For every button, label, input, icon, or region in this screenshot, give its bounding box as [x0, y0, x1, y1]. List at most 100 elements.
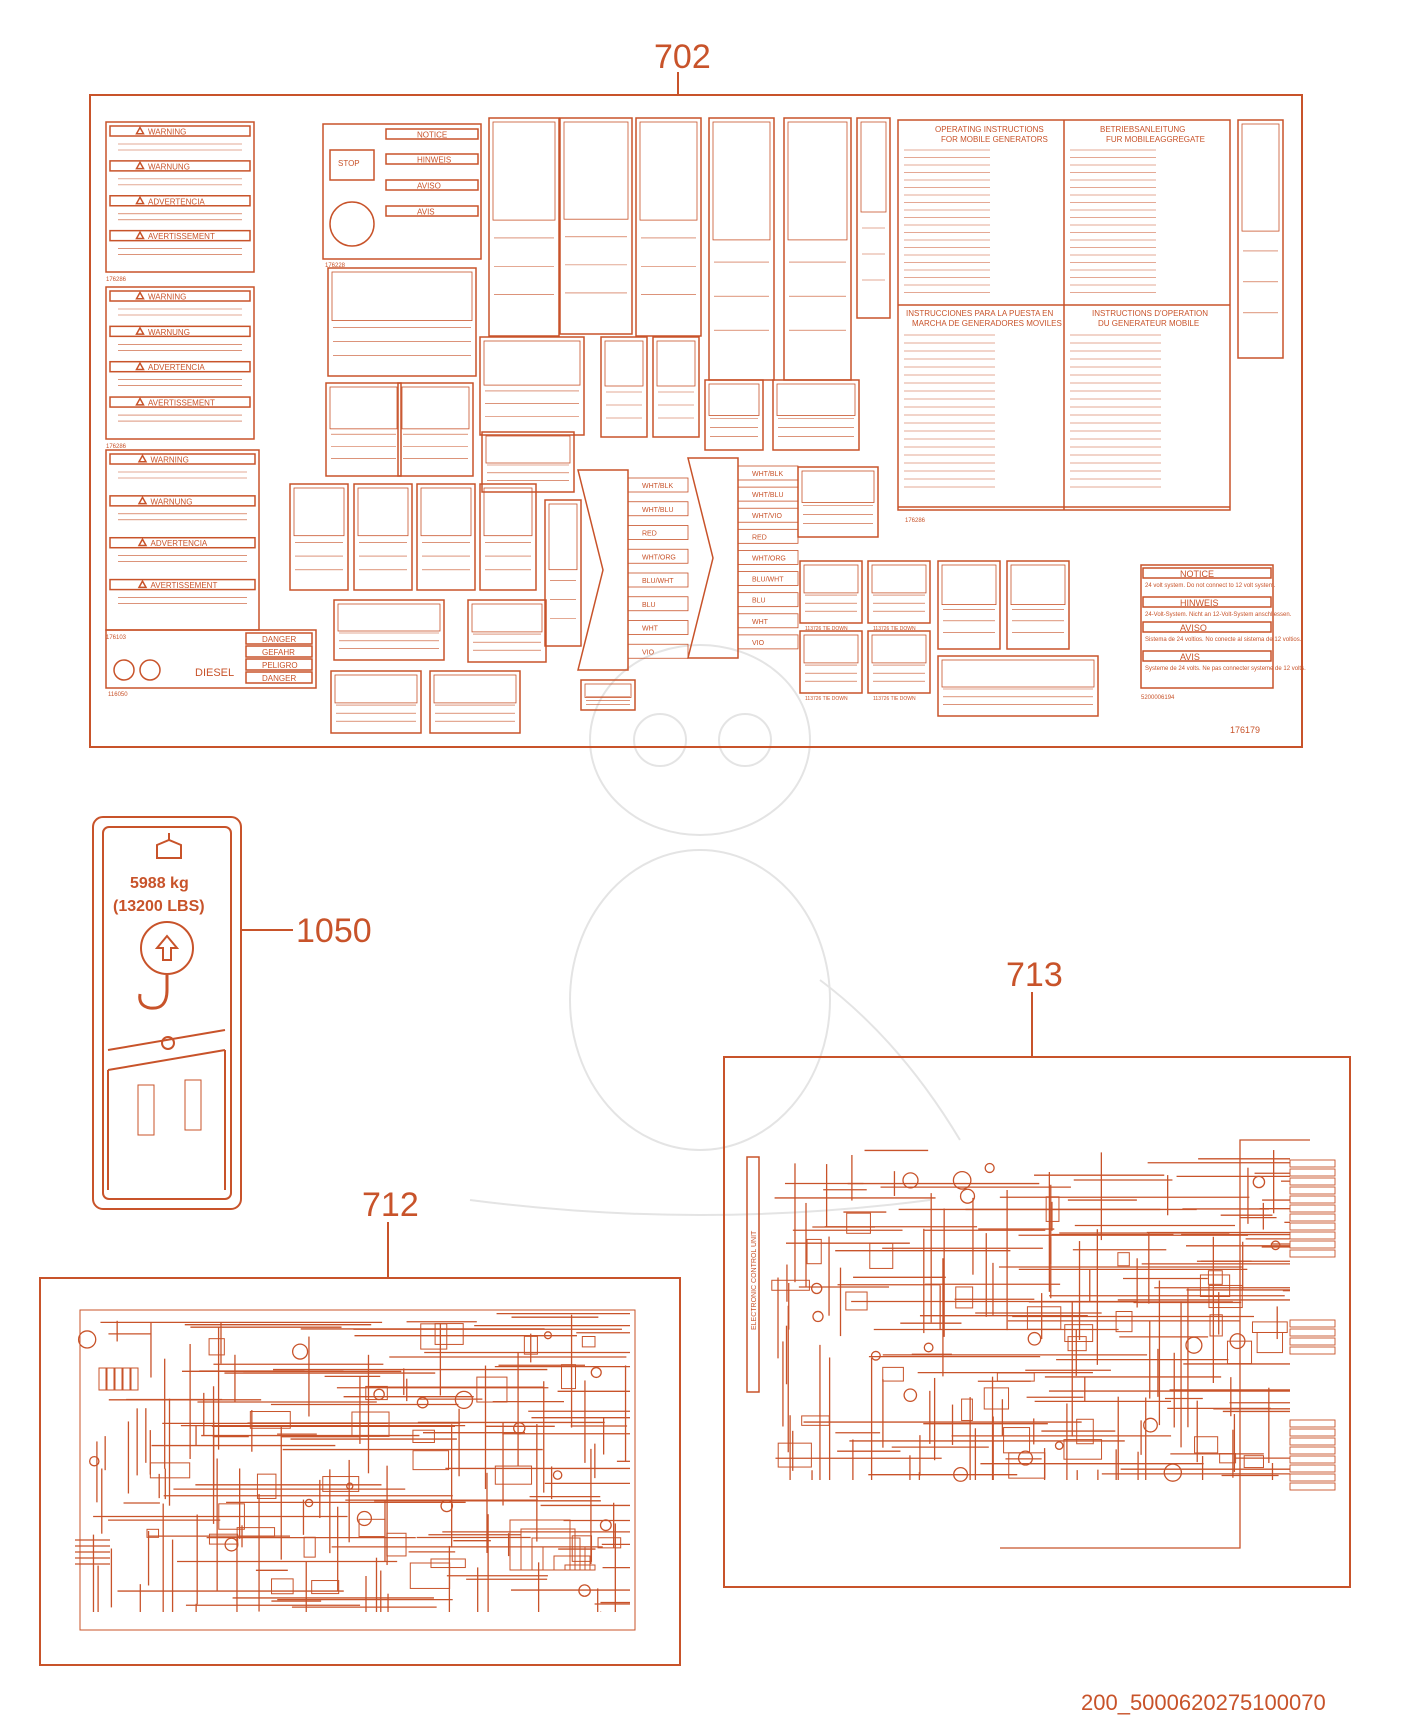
pictogram-panel [485, 435, 571, 464]
terminal-block [1289, 1240, 1336, 1249]
pictogram-panel [329, 386, 398, 430]
pictogram-panel [548, 503, 578, 571]
ppe-decal [635, 117, 702, 337]
component [476, 1376, 508, 1403]
manual-decal [467, 599, 547, 663]
hand-warning-decal [397, 382, 474, 477]
danger-header-text: DANGER [262, 674, 296, 683]
connector-nest [542, 1546, 586, 1571]
component [1063, 1439, 1103, 1460]
component [351, 1411, 390, 1437]
component [311, 1580, 340, 1595]
warning-triangle-icon [135, 230, 145, 240]
wire-color-cell [627, 572, 689, 588]
lift-hook-ring [140, 921, 194, 975]
warning-header-bar [109, 360, 251, 373]
node [1229, 1333, 1246, 1350]
no-flame-icon [113, 659, 135, 681]
component [597, 1537, 622, 1549]
small-decal [580, 679, 636, 711]
ppe-decal [488, 117, 560, 337]
wire-color-cell [737, 465, 799, 481]
pictogram-panel [639, 121, 698, 221]
voltage-header-bar [1142, 567, 1272, 579]
schematic-713-frame [723, 1056, 1351, 1588]
pictogram-panel [776, 383, 856, 416]
warning-triangle-icon [135, 160, 145, 170]
component [801, 1415, 830, 1426]
warning-decal-frame [105, 286, 255, 440]
voltage-notice-frame [1140, 564, 1274, 689]
wire-color-cell [737, 592, 799, 608]
danger-header-bar [245, 671, 313, 684]
vertical-decal [856, 117, 891, 319]
warning-triangle-icon [135, 326, 145, 335]
component [1194, 1436, 1219, 1454]
part-number: 176286 [905, 518, 926, 524]
warning-header-text: WARNING [151, 456, 189, 465]
decal-sheet-702: 176179WARNINGWARNUNGADVERTENCIAAVERTISSE… [89, 94, 1306, 748]
node [870, 1350, 881, 1361]
tie-down-caption: 113726 TIE DOWN [873, 696, 916, 702]
danger-header-bar [245, 658, 313, 671]
component [303, 1536, 316, 1558]
warning-triangle-icon [135, 125, 145, 135]
callout-713: 713 [1006, 956, 1063, 994]
warning-triangle-icon [135, 361, 145, 371]
wire-color-cell [737, 486, 799, 502]
ground-decal-frame [772, 379, 860, 451]
ppe-decal-frame [488, 117, 560, 337]
wire-color-label: BLU [752, 598, 766, 605]
pictogram-panel [941, 659, 1095, 688]
wire-color-label: BLU [642, 602, 656, 609]
ecu-bar [746, 1156, 760, 1393]
notice-header-bar [385, 128, 479, 140]
glove-decal [937, 560, 1001, 650]
tie-down-decal-frame [867, 630, 931, 694]
notice-header-text: HINWEIS [417, 156, 451, 165]
danger-header-text: GEFAHR [262, 648, 295, 657]
warning-header-bar [109, 578, 256, 591]
pictogram-panel [708, 383, 760, 416]
terminal-block [1289, 1328, 1336, 1337]
lift-decal-outer [92, 816, 242, 1210]
warning-header-bar [109, 125, 251, 137]
node [1163, 1463, 1183, 1482]
hand-warning-decal-frame [397, 382, 474, 477]
terminal-block [1289, 1186, 1336, 1195]
component [845, 1291, 868, 1311]
component [869, 1242, 894, 1269]
schematic-712-bus [79, 1309, 636, 1631]
warning-triangle-icon [137, 537, 148, 547]
component [1256, 1331, 1284, 1354]
node [454, 1390, 474, 1410]
lift-hook-decal [652, 336, 700, 438]
tie-down-decal [867, 630, 931, 694]
node [346, 1482, 354, 1490]
warning-header-bar [109, 325, 251, 338]
engine-icon [329, 149, 375, 181]
component [494, 1465, 533, 1485]
ppe-decal [708, 117, 775, 381]
node [810, 1282, 823, 1295]
warning-header-text: AVERTISSEMENT [151, 581, 218, 590]
component [1026, 1306, 1062, 1330]
lift-point-icon [161, 1036, 175, 1050]
component [236, 1527, 276, 1537]
wire-color-label: RED [752, 534, 767, 541]
node [513, 1422, 526, 1435]
warning-decal: WARNINGWARNUNGADVERTENCIAAVERTISSEMENT17… [105, 121, 255, 283]
voltage-body-text: 24-Volt-System. Nicht an 12-Volt-System … [1145, 612, 1292, 618]
terminal-block [1289, 1213, 1336, 1222]
voltage-header-bar [1142, 621, 1272, 633]
component [806, 1238, 822, 1265]
relay-block [114, 1367, 123, 1391]
manual-decal-frame [467, 599, 547, 663]
hand-decal-frame [481, 431, 575, 493]
wire-color-cell [627, 501, 689, 517]
tie-down-caption: 113726 TIE DOWN [805, 696, 848, 702]
